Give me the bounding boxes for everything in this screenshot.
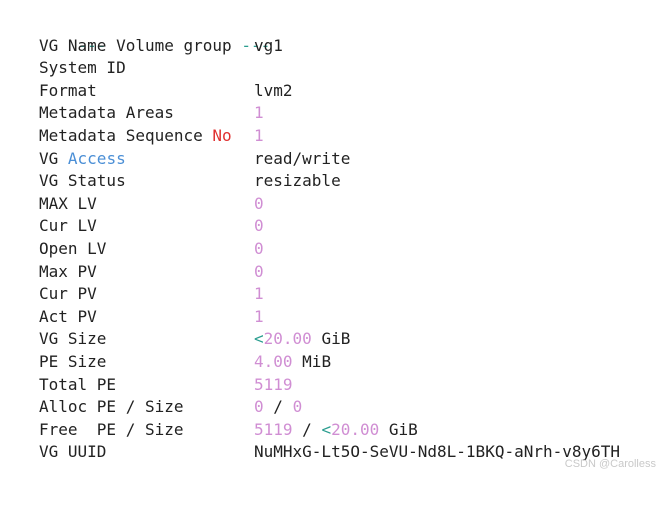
row-key: Max PV bbox=[39, 261, 97, 281]
row-key: VG Access bbox=[39, 148, 126, 171]
row-total-pe: Total PE 5119 bbox=[39, 374, 659, 397]
row-vg-status: VG Status resizable bbox=[39, 170, 659, 193]
row-open-lv: Open LV 0 bbox=[39, 238, 659, 261]
row-max-lv: MAX LV 0 bbox=[39, 193, 659, 216]
row-key-keyword: No bbox=[212, 125, 232, 145]
pe-size: 0 bbox=[292, 397, 303, 417]
less-than-symbol: < bbox=[254, 329, 264, 349]
row-value: 0 bbox=[254, 216, 264, 236]
row-key: Metadata Areas bbox=[39, 103, 174, 123]
row-value: 1 bbox=[254, 284, 264, 304]
row-format: Format lvm2 bbox=[39, 80, 659, 103]
row-value: read/write bbox=[254, 148, 351, 168]
row-key: Open LV bbox=[39, 238, 107, 258]
row-cur-pv: Cur PV 1 bbox=[39, 283, 659, 306]
size-number: 20.00 bbox=[263, 329, 312, 349]
row-act-pv: Act PV 1 bbox=[39, 306, 659, 329]
row-key: Format bbox=[39, 80, 97, 100]
row-key: PE Size bbox=[39, 351, 107, 371]
size-number: 4.00 bbox=[254, 351, 293, 371]
row-key-keyword: Access bbox=[67, 148, 126, 168]
row-value: 0 / 0 bbox=[254, 396, 302, 419]
row-key: Cur LV bbox=[39, 216, 97, 236]
header-dashes-right: --- bbox=[241, 35, 271, 55]
row-value: 1 bbox=[254, 125, 264, 145]
row-cur-lv: Cur LV 0 bbox=[39, 215, 659, 238]
watermark: CSDN @Carolless bbox=[564, 458, 656, 470]
row-key: VG Name bbox=[39, 35, 107, 55]
row-value: lvm2 bbox=[254, 80, 293, 100]
row-key: Cur PV bbox=[39, 284, 97, 304]
section-header: --- Volume group --- bbox=[39, 12, 659, 55]
row-key: System ID bbox=[39, 58, 126, 78]
row-key-text: VG bbox=[39, 148, 59, 168]
row-value: 0 bbox=[254, 238, 264, 258]
row-value: vg1 bbox=[254, 35, 283, 55]
size-unit: GiB bbox=[321, 329, 351, 349]
header-dashes-left: --- bbox=[77, 35, 107, 55]
row-key: MAX LV bbox=[39, 193, 97, 213]
row-key: Metadata Sequence No bbox=[39, 125, 232, 148]
row-key: VG Size bbox=[39, 329, 107, 349]
row-value: 1 bbox=[254, 306, 264, 326]
row-value: 1 bbox=[254, 103, 264, 123]
row-value: 0 bbox=[254, 261, 264, 281]
row-vg-name: VG Name vg1 bbox=[39, 35, 659, 58]
size-unit: MiB bbox=[302, 351, 332, 371]
size-unit: GiB bbox=[388, 419, 418, 439]
less-than-symbol: < bbox=[321, 419, 332, 439]
row-value: NuMHxG-Lt5O-SeVU-Nd8L-1BKQ-aNrh-v8y6TH bbox=[254, 442, 621, 462]
row-key: Alloc PE / Size bbox=[39, 397, 184, 417]
vgdisplay-output: --- Volume group --- VG Name vg1 System … bbox=[39, 12, 659, 464]
header-title: Volume group bbox=[116, 35, 232, 55]
row-metadata-sequence-no: Metadata Sequence No 1 bbox=[39, 125, 659, 148]
row-system-id: System ID bbox=[39, 57, 659, 80]
row-value: 5119 bbox=[254, 374, 293, 394]
row-max-pv: Max PV 0 bbox=[39, 261, 659, 284]
row-free-pe-size: Free PE / Size 5119 / <20.00 GiB bbox=[39, 419, 659, 442]
row-value: 0 bbox=[254, 193, 264, 213]
row-key: VG UUID bbox=[39, 442, 107, 462]
pe-count: 5119 bbox=[254, 419, 293, 439]
row-value: <20.00 GiB bbox=[254, 328, 350, 351]
row-vg-size: VG Size <20.00 GiB bbox=[39, 328, 659, 351]
slash-separator: / bbox=[302, 419, 312, 439]
row-value: resizable bbox=[254, 171, 341, 191]
row-key-text: Metadata Sequence bbox=[39, 125, 203, 145]
row-alloc-pe-size: Alloc PE / Size 0 / 0 bbox=[39, 396, 659, 419]
row-value: 4.00 MiB bbox=[254, 351, 331, 374]
row-key: Total PE bbox=[39, 374, 117, 394]
size-number: 20.00 bbox=[331, 419, 380, 439]
slash-separator: / bbox=[273, 397, 283, 417]
row-pe-size: PE Size 4.00 MiB bbox=[39, 351, 659, 374]
pe-count: 0 bbox=[254, 397, 264, 417]
row-key: Act PV bbox=[39, 306, 97, 326]
row-vg-access: VG Access read/write bbox=[39, 148, 659, 171]
row-vg-uuid: VG UUID NuMHxG-Lt5O-SeVU-Nd8L-1BKQ-aNrh-… bbox=[39, 441, 659, 464]
row-key: VG Status bbox=[39, 171, 126, 191]
row-metadata-areas: Metadata Areas 1 bbox=[39, 102, 659, 125]
row-value: 5119 / <20.00 GiB bbox=[254, 419, 418, 442]
row-key: Free PE / Size bbox=[39, 419, 184, 439]
